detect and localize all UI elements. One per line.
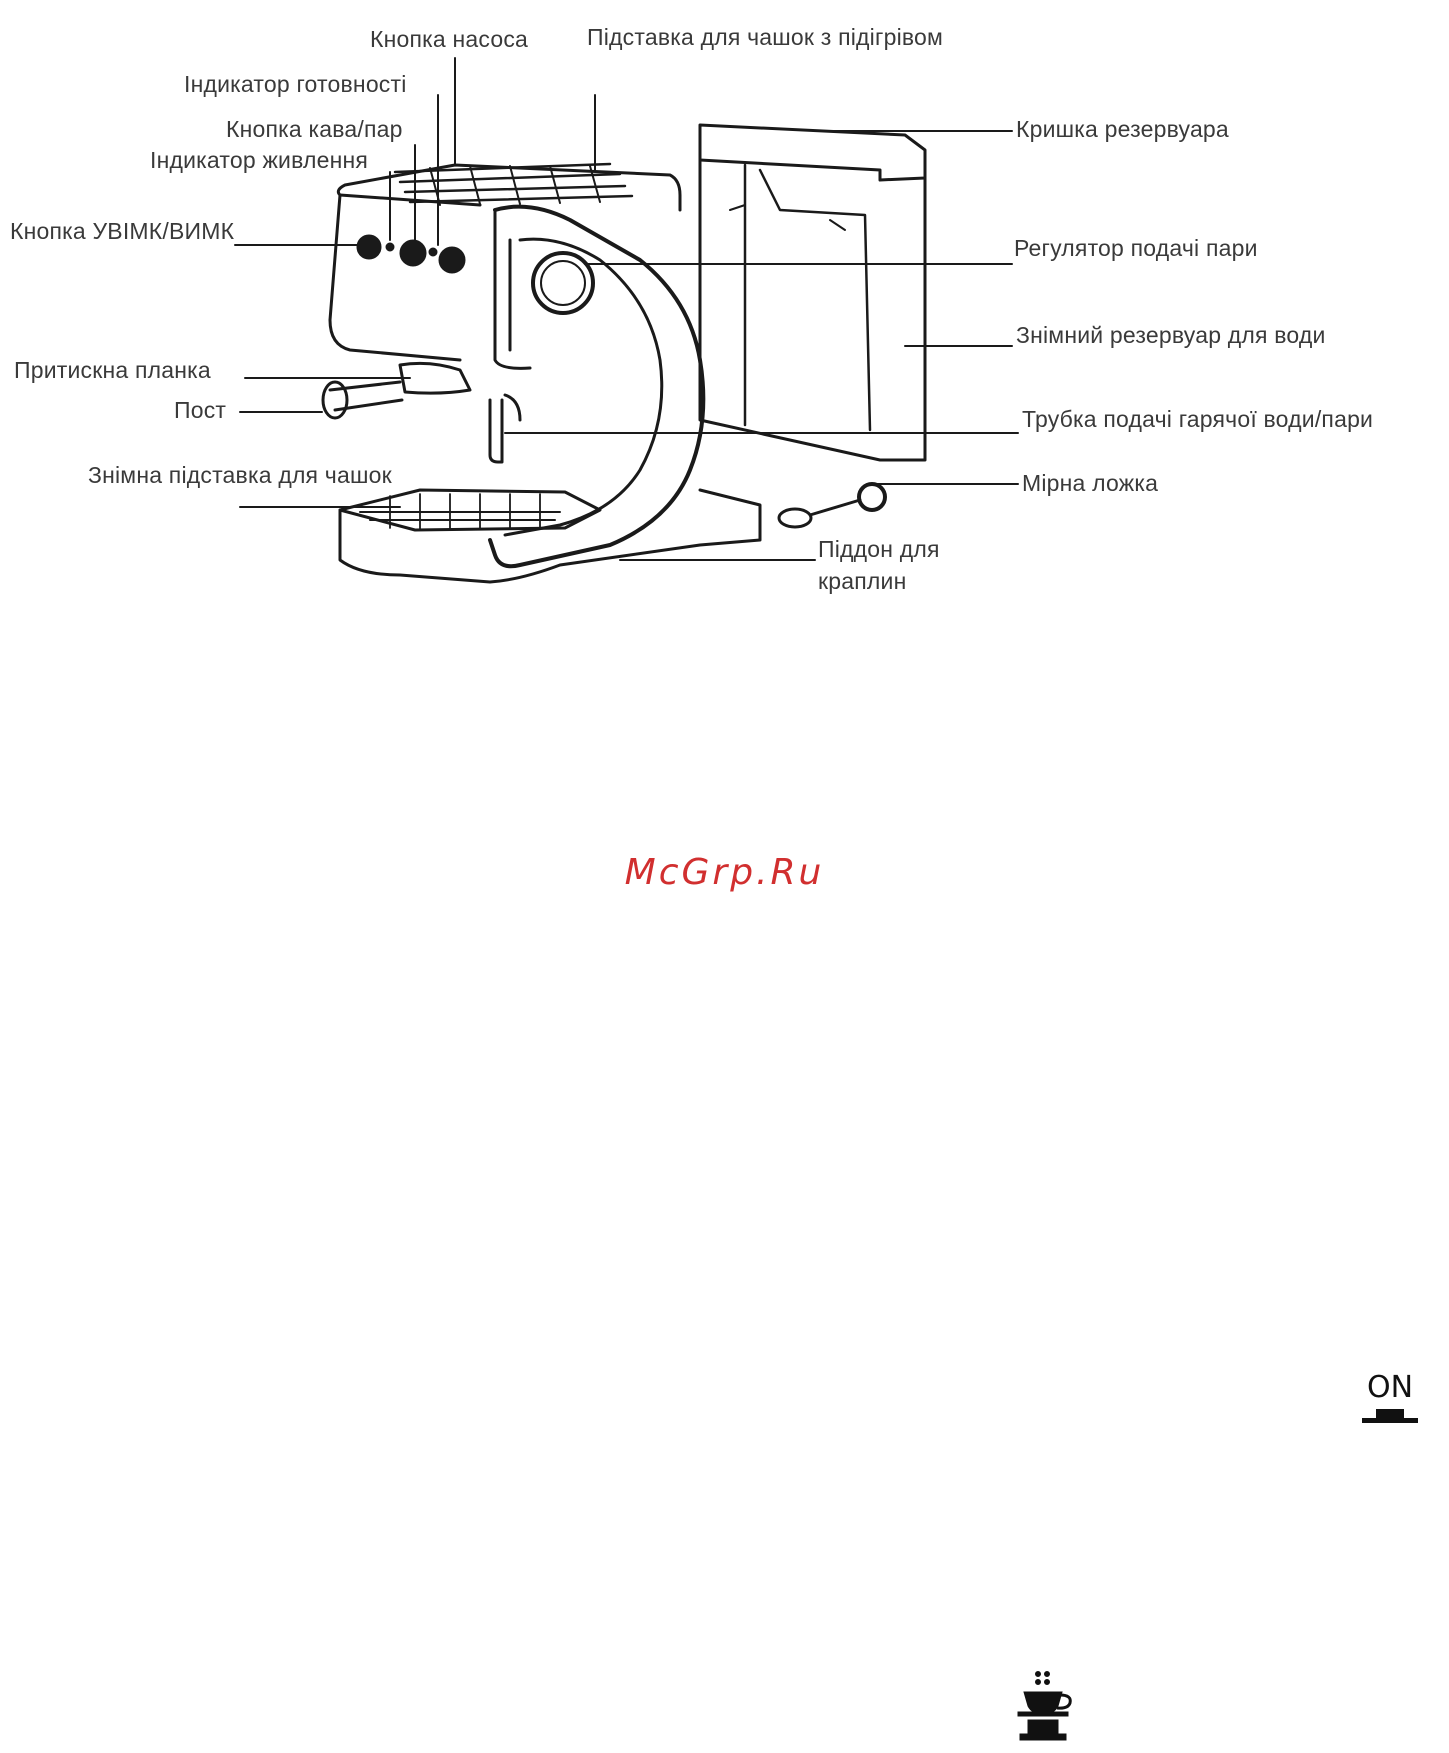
- label-measuring-spoon: Мірна ложка: [1022, 470, 1159, 496]
- label-removable-cup-stand: Знімна підставка для чашок: [88, 462, 392, 488]
- label-on-off-button: Кнопка УВІМК/ВИМК: [10, 218, 235, 244]
- label-steam-tube: Трубка подачі гарячої води/пари: [1022, 406, 1374, 432]
- label-drip-tray-line2: краплин: [818, 568, 907, 594]
- on-label: ON: [1366, 1370, 1414, 1405]
- label-clamp-bar: Притискна планка: [14, 357, 211, 383]
- label-pump-button: Кнопка насоса: [370, 26, 529, 52]
- coffee-machine-diagram: Кнопка насоса Підставка для чашок з піді…: [0, 0, 1449, 620]
- label-drip-tray-line1: Піддон для: [818, 536, 940, 562]
- label-holder: Пост: [174, 397, 227, 423]
- on-button-cap: [1376, 1409, 1404, 1418]
- label-warming-tray: Підставка для чашок з підігрівом: [587, 24, 944, 50]
- on-button-base: [1362, 1418, 1418, 1423]
- coffee-machine-drawing: [234, 57, 1019, 584]
- label-power-indicator: Індикатор живлення: [150, 147, 369, 173]
- label-ready-indicator: Індикатор готовності: [184, 71, 407, 97]
- watermark: McGrp.Ru: [624, 852, 825, 893]
- label-water-tank: Знімний резервуар для води: [1016, 322, 1326, 348]
- label-coffee-steam-button: Кнопка кава/пар: [226, 116, 403, 142]
- on-button-icon: ON: [1360, 1372, 1420, 1430]
- steaming-cup-icon: [1010, 1668, 1080, 1748]
- label-steam-regulator: Регулятор подачі пари: [1014, 235, 1258, 261]
- label-tank-lid: Кришка резервуара: [1016, 116, 1229, 142]
